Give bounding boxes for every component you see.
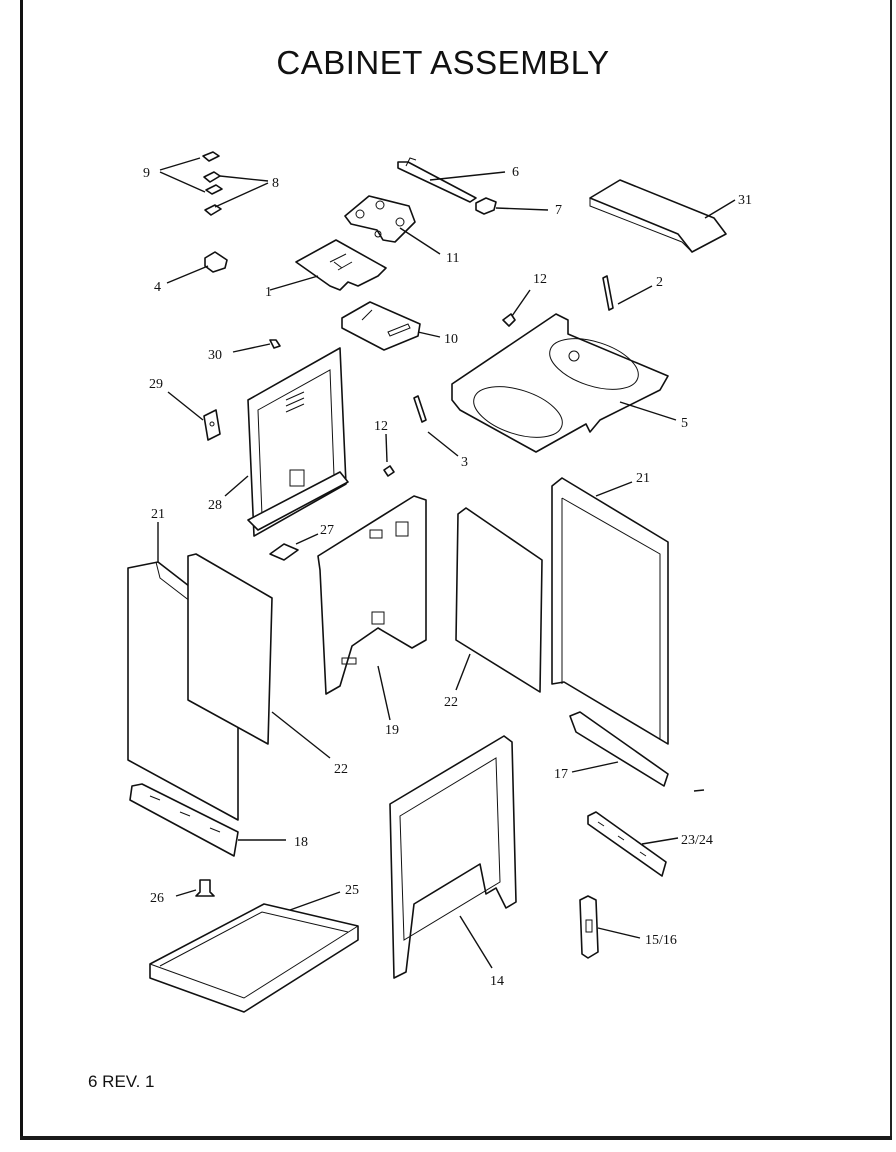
part-22-middle-panel	[455, 507, 543, 693]
part-12-upper	[502, 289, 531, 327]
label-part-22-left: 22	[334, 762, 348, 777]
label-part-9: 9	[143, 166, 150, 181]
label-part-6: 6	[512, 165, 519, 180]
part-28-back-panel	[224, 347, 349, 537]
stray-mark	[693, 789, 705, 792]
part-18-rail	[129, 783, 286, 857]
part-21-right-side	[551, 477, 669, 745]
part-26-leveler	[175, 879, 215, 897]
label-part-15-16: 15/16	[645, 933, 677, 948]
part-11-bracket	[344, 195, 441, 255]
label-part-21-left: 21	[151, 507, 165, 522]
label-part-5: 5	[681, 416, 688, 431]
part-10-bracket	[341, 301, 441, 351]
frame-left-border	[20, 0, 23, 1138]
label-part-7: 7	[555, 203, 562, 218]
part-labels: 1 2 3 4 5 6 7 8 9 10 11 12 12 14 15/16 1…	[143, 165, 752, 989]
part-25-drawer	[149, 891, 359, 1013]
frame-bottom-border	[20, 1136, 892, 1140]
label-part-3: 3	[461, 455, 468, 470]
label-part-19: 19	[385, 723, 399, 738]
label-part-4: 4	[154, 280, 161, 295]
label-part-29: 29	[149, 377, 163, 392]
part-15-16-bracket	[579, 895, 641, 959]
label-part-22-middle: 22	[444, 695, 458, 710]
label-part-11: 11	[446, 251, 459, 266]
part-7-knob	[475, 197, 549, 215]
part-17-rail	[569, 711, 669, 787]
revision-footer: 6 REV. 1	[88, 1072, 155, 1091]
part-30-screw	[232, 339, 281, 353]
part-4-clip	[166, 251, 228, 284]
label-part-1: 1	[265, 285, 272, 300]
part-6-rod	[397, 157, 506, 203]
part-14-front-frame	[389, 735, 517, 979]
frame-right-border	[890, 0, 892, 1138]
label-part-14: 14	[490, 974, 504, 989]
label-part-25: 25	[345, 883, 359, 898]
label-part-8: 8	[272, 176, 279, 191]
part-3-clip	[413, 395, 459, 457]
part-29-bracket	[167, 391, 221, 441]
part-clips-8-9	[159, 151, 269, 216]
label-part-12-upper: 12	[533, 272, 547, 287]
label-part-23-24: 23/24	[681, 833, 713, 848]
label-part-21-right: 21	[636, 471, 650, 486]
part-2-strip	[602, 275, 653, 311]
page-title: CABINET ASSEMBLY	[276, 44, 610, 81]
part-19-rear-panel	[317, 495, 427, 721]
label-part-28: 28	[208, 498, 222, 513]
label-part-12-lower: 12	[374, 419, 388, 434]
label-part-26: 26	[150, 891, 164, 906]
label-part-27: 27	[320, 523, 334, 538]
part-23-24-rail	[587, 811, 679, 877]
part-31-bracket	[589, 179, 736, 253]
label-part-30: 30	[208, 348, 222, 363]
label-part-18: 18	[294, 835, 308, 850]
part-22-left-panel	[187, 553, 331, 759]
label-part-17: 17	[554, 767, 568, 782]
label-part-10: 10	[444, 332, 458, 347]
part-27-clip	[269, 533, 319, 561]
part-1-plate	[269, 239, 387, 291]
part-5-main-top	[451, 313, 677, 453]
label-part-31: 31	[738, 193, 752, 208]
label-part-2: 2	[656, 275, 663, 290]
part-12-lower	[383, 433, 395, 477]
